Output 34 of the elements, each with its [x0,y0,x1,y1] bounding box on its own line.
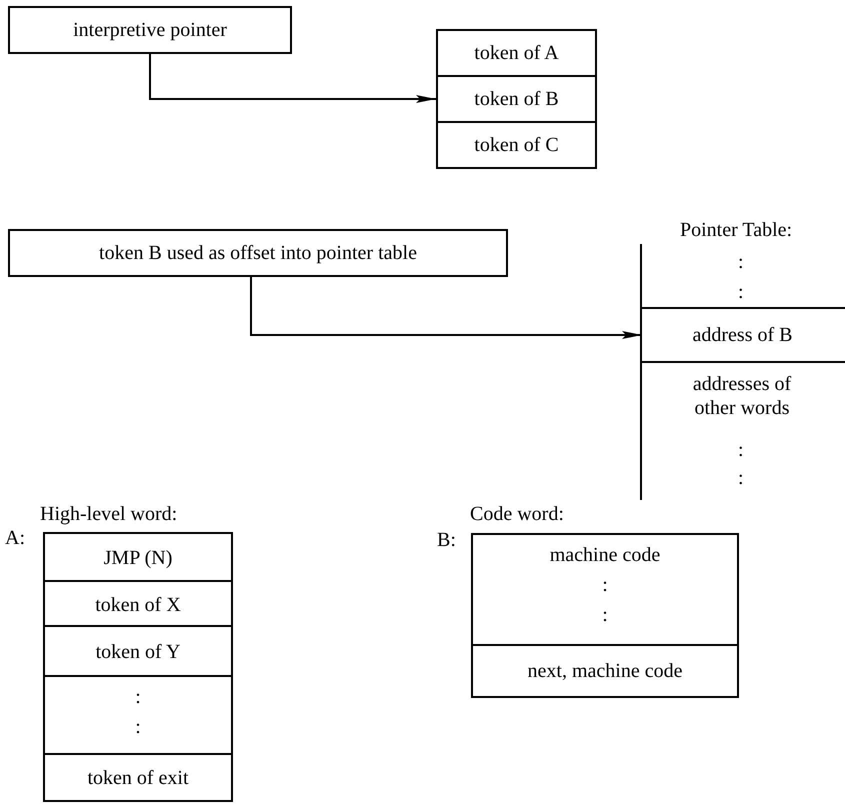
cell-text: : [134,685,142,709]
arrow [149,54,436,103]
cell-text: JMP (N) [102,546,174,570]
ellipsis-dots: : [738,466,744,490]
ellipsis-dots: : [601,603,609,627]
cell-text: token of B [473,87,560,111]
table-cell [640,307,845,363]
table-cell [436,29,597,77]
cell-text: token of exit [86,766,190,790]
table-cell [436,121,597,169]
address-label: B: [437,528,456,552]
cell-text: token of C [473,133,560,157]
table-cell [436,75,597,123]
table-cell [8,6,292,54]
cell-text: address of B [692,323,794,347]
cell-text: token of X [94,592,182,616]
ellipsis-dots: : [738,280,744,304]
cell-text: next, machine code [526,659,684,683]
cell-text: token of Y [94,640,182,664]
cell-text: token of A [473,41,560,65]
ellipsis-dots: : [738,250,744,274]
cell-text: machine code [548,543,662,567]
cell-text: addresses of other words [692,372,792,420]
table-heading: Pointer Table: [680,218,792,242]
table-heading: Code word: [470,502,564,526]
ellipsis-dots: : [134,715,142,739]
ellipsis-dots: : [601,573,609,597]
cell-text: interpretive pointer [72,18,228,42]
table-heading: High-level word: [40,502,178,526]
arrow [250,277,642,339]
cell-text: token B used as offset into pointer table [98,241,418,265]
table-cell [8,229,508,277]
ellipsis-dots: : [738,438,744,462]
address-label: A: [5,526,25,550]
